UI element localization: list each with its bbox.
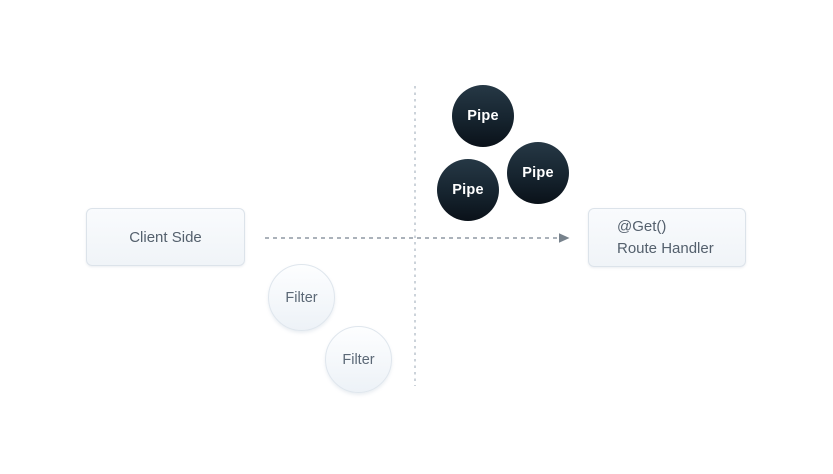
pipe-label: Pipe [452,182,484,198]
pipe-label: Pipe [522,165,554,181]
route-decorator-label: @Get() [617,217,667,235]
pipe-node: Pipe [507,142,569,204]
pipe-node: Pipe [437,159,499,221]
filter-node: Filter [325,326,392,393]
filter-label: Filter [285,289,318,306]
pipe-label: Pipe [467,108,499,124]
filter-label: Filter [342,351,375,368]
route-handler-label: Route Handler [617,239,714,257]
filter-node: Filter [268,264,335,331]
client-side-node: Client Side [86,208,245,266]
route-handler-node: @Get() Route Handler [588,208,746,267]
arrowhead-icon [559,233,570,243]
client-side-label: Client Side [129,228,202,246]
pipe-node: Pipe [452,85,514,147]
